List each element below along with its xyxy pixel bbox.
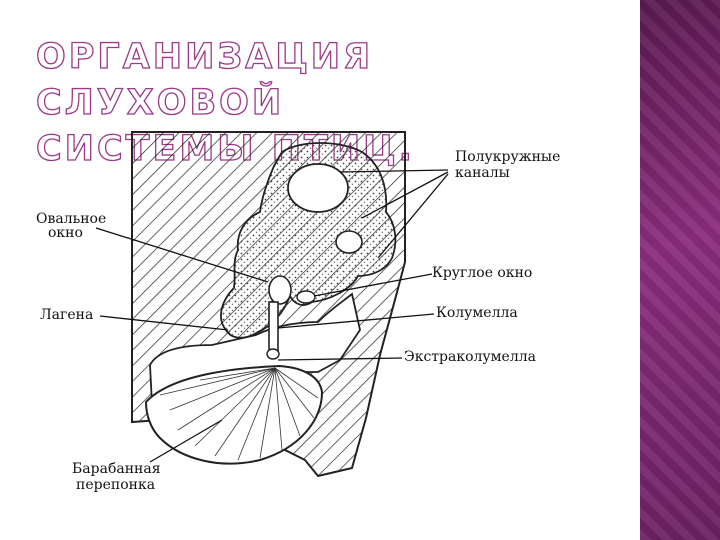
label-semicircular-canals-line1: Полукружные: [455, 150, 560, 165]
label-oval-window-line2: окно: [48, 226, 83, 241]
label-tympanic-membrane-line2: перепонка: [76, 478, 155, 493]
label-semicircular-canals-line2: каналы: [455, 166, 510, 181]
label-tympanic-membrane-line1: Барабанная: [72, 462, 161, 477]
label-extracolumella: Экстраколумелла: [404, 350, 536, 365]
label-round-window: Круглое окно: [432, 266, 532, 281]
columella-bone: [267, 302, 279, 359]
label-columella: Колумелла: [436, 306, 518, 321]
label-lagena: Лагена: [40, 308, 93, 323]
